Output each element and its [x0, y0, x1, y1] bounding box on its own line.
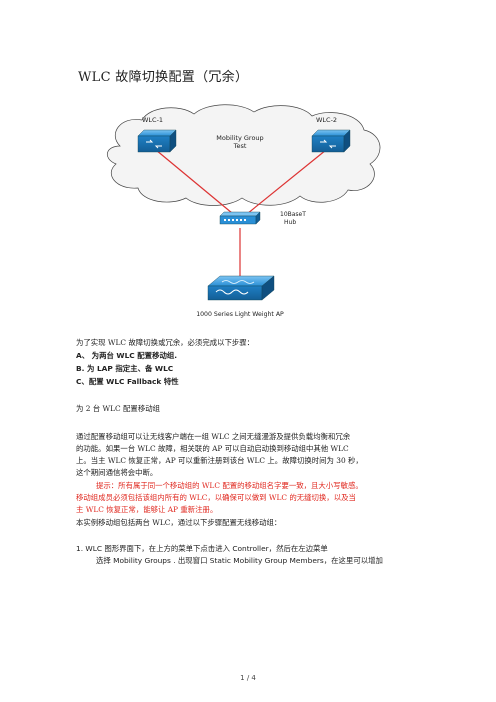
hub-type-label: 10BaseT	[280, 211, 306, 218]
item1-line1: 1. WLC 图形界面下，在上方的菜单下点击进入 Controller，然后在左…	[76, 544, 328, 553]
wlc-1-label: WLC-1	[142, 116, 163, 124]
mobility-group-label: Mobility Group	[216, 134, 263, 142]
intro-text: 为了实现 WLC 故障切换或冗余，必须完成以下步骤：	[76, 338, 255, 347]
para1-line2: 的功能。如果一台 WLC 故障，相关联的 AP 可以自动启动换到移动组中其他 W…	[76, 444, 349, 453]
mobility-group-name: Test	[233, 142, 247, 150]
network-diagram: WLC-1 WLC-2 Mobility Group Test 10BaseT …	[107, 104, 381, 318]
item1-line2: 选择 Mobility Groups . 出现窗口 Static Mobilit…	[96, 556, 383, 565]
access-point-device	[207, 275, 275, 301]
wlc-2-label: WLC-2	[316, 116, 337, 124]
step-c: C、配置 WLC Fallback 特性	[76, 377, 179, 386]
note-line1: 提示：所有属于同一个移动组的 WLC 配置的移动组名字要一致，且大小写敏感。	[96, 481, 363, 490]
wlc-2-device	[311, 129, 351, 153]
para2: 本实例移动组包括两台 WLC，通过以下步骤配置无线移动组：	[76, 518, 282, 527]
page-number: 1 / 4	[240, 674, 256, 682]
para1-line4: 这个期间通信将会中断。	[76, 468, 158, 477]
hub-label: Hub	[284, 219, 296, 226]
para1-line3: 上。当主 WLC 恢复正常，AP 可以重新注册到该台 WLC 上。故障切换时间为…	[76, 456, 363, 465]
section-heading: 为 2 台 WLC 配置移动组	[76, 404, 160, 413]
wlc-1-device	[137, 129, 177, 153]
step-a: A、 为两台 WLC 配置移动组.	[76, 351, 178, 360]
link-wlc1-hub	[155, 149, 239, 219]
para1-line1: 通过配置移动组可以让无线客户端在一组 WLC 之间无缝漫游及提供负载均衡和冗余	[76, 432, 351, 441]
step-b: B. 为 LAP 指定主、备 WLC	[76, 364, 174, 373]
page-title: WLC 故障切换配置（冗余）	[78, 70, 249, 85]
note-line2: 移动组成员必须包括该组内所有的 WLC，以确保可以做到 WLC 的无缝切换，以及…	[76, 493, 356, 502]
ap-label: 1000 Series Light Weight AP	[196, 311, 284, 318]
note-line3: 主 WLC 恢复正常，能够让 AP 重新注册。	[76, 505, 218, 514]
hub-device	[219, 211, 261, 225]
link-wlc2-hub	[241, 149, 327, 219]
